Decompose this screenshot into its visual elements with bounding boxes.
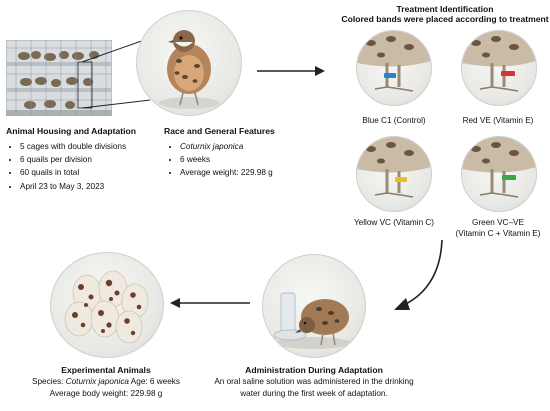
race-item: 6 weeks <box>180 153 340 166</box>
administration-title: Administration During Adaptation <box>245 365 383 375</box>
housing-item: 60 quails in total <box>20 166 185 179</box>
quail-drinking-illustration <box>262 254 366 358</box>
treatment-label-blue: Blue C1 (Control) <box>362 116 426 125</box>
cage-photo <box>6 40 112 116</box>
flow-arrow-curved <box>394 239 443 310</box>
experimental-weight: Average body weight: 229.98 g <box>49 388 163 398</box>
housing-title: Animal Housing and Adaptation <box>6 126 137 136</box>
quail-eggs-illustration <box>50 252 164 358</box>
housing-item: 6 quails per division <box>20 153 185 166</box>
race-item: Average weight: 229.98 g <box>180 166 340 179</box>
treatment-subtitle: Colored bands were placed according to t… <box>341 14 549 24</box>
race-list: Coturnix japonica 6 weeks Average weight… <box>166 140 340 180</box>
housing-list: 5 cages with double divisions 6 quails p… <box>6 140 185 193</box>
quail-standing-illustration <box>136 10 242 116</box>
housing-item: April 23 to May 3, 2023 <box>20 180 185 193</box>
experimental-species-prefix: Species: <box>32 377 66 386</box>
band-mark <box>384 73 396 78</box>
flow-arrow-right <box>257 66 325 76</box>
leg-band-yellow-illustration <box>356 136 432 212</box>
experimental-species: Species: Coturnix japonica Age: 6 weeks <box>8 376 204 388</box>
treatment-label-green: Green VC–VE (Vitamin C + Vitamin E) <box>440 218 550 239</box>
race-species: Coturnix japonica <box>180 140 340 153</box>
band-mark <box>502 175 516 180</box>
treatment-label-red: Red VE (Vitamin E) <box>462 116 534 125</box>
experimental-title: Experimental Animals <box>61 365 151 375</box>
band-mark <box>501 71 515 76</box>
flow-arrow-left <box>170 298 250 308</box>
administration-line2: water during the first week of adaptatio… <box>240 388 388 398</box>
treatment-label-green-line2: (Vitamin C + Vitamin E) <box>455 228 541 238</box>
experimental-species-name: Coturnix japonica <box>65 377 129 386</box>
administration-line1: An oral saline solution was administered… <box>214 377 414 386</box>
leg-band-green-illustration <box>461 136 537 212</box>
treatment-title-line1: Treatment Identification <box>396 4 494 14</box>
experimental-text: Experimental Animals Species: Coturnix j… <box>8 364 204 399</box>
leg-band-blue-illustration <box>356 30 432 106</box>
band-mark <box>395 177 407 182</box>
treatment-label-green-line1: Green VC–VE <box>472 218 524 227</box>
administration-text: Administration During Adaptation An oral… <box>196 364 432 399</box>
treatment-title: Treatment Identification Colored bands w… <box>340 4 550 24</box>
housing-item: 5 cages with double divisions <box>20 140 185 153</box>
race-title: Race and General Features <box>164 126 275 136</box>
treatment-label-yellow: Yellow VC (Vitamin C) <box>353 218 435 227</box>
experimental-age: Age: 6 weeks <box>128 377 180 386</box>
leg-band-red-illustration <box>461 30 537 106</box>
